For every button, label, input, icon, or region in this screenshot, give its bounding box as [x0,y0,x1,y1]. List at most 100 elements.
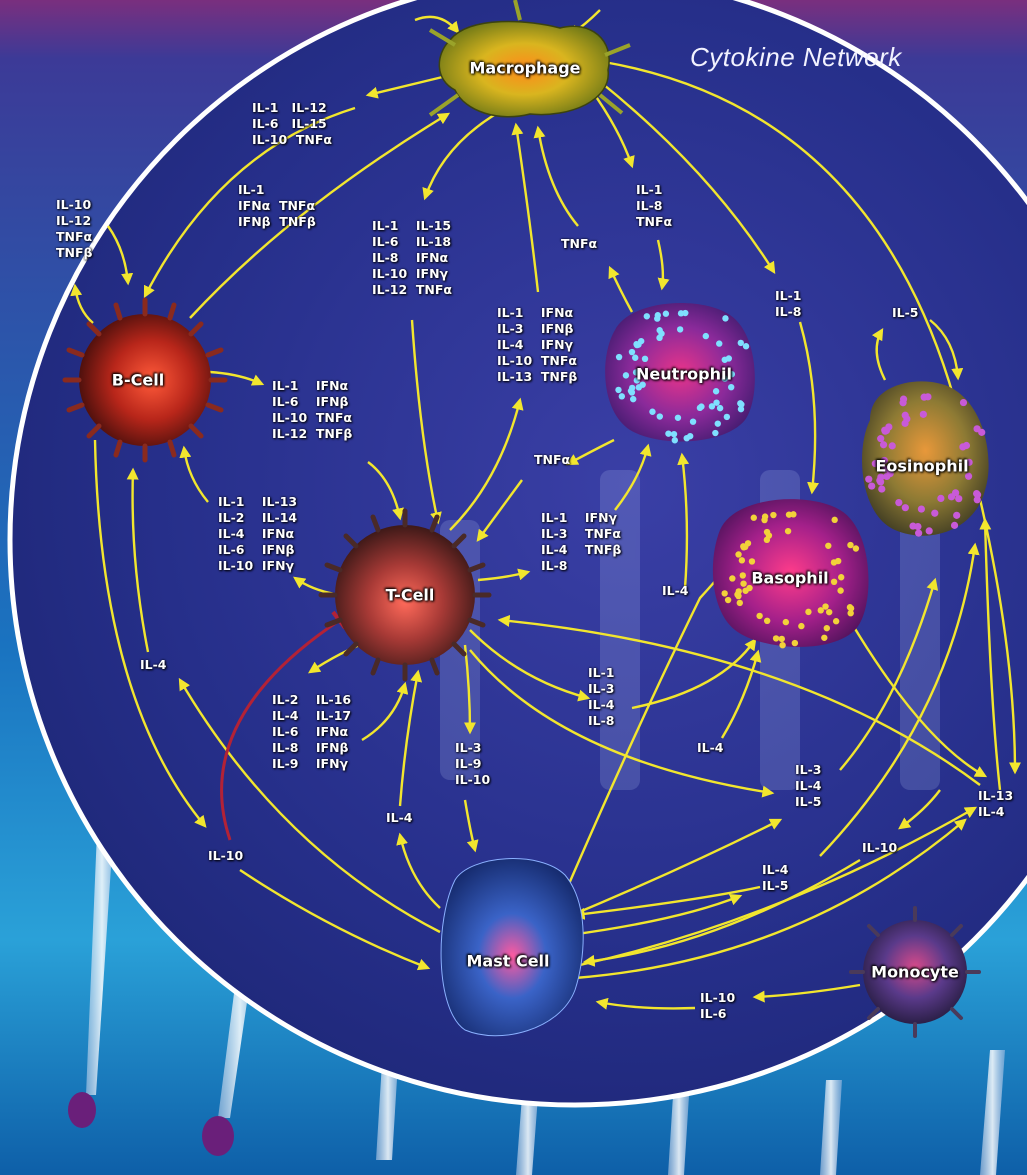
arrow [656,239,670,291]
cytokine-row: IL-1 [588,665,615,680]
granule [837,587,844,594]
arrow [476,479,523,542]
arrow [564,818,783,920]
arrow [361,681,409,742]
arrow [597,79,776,275]
granule [737,405,745,413]
granule [973,496,981,504]
cytokine-row: IL-10 [700,990,736,1005]
arrow [469,629,591,702]
cytokine-row: IL-4 IFNγ [497,337,574,352]
granule [877,435,885,443]
granule [778,635,785,643]
cytokine-arrows [70,9,1021,1010]
granule [615,353,623,361]
arrow [614,443,652,511]
granule [641,355,649,363]
cytokine-row: IL-13 [978,788,1014,803]
arrow [819,542,980,857]
inhibition-arrow [220,618,341,841]
granule [825,608,833,616]
arrow [209,370,265,386]
granule [821,634,828,641]
cytokine-row: IL-5 [892,305,919,320]
granule [822,603,829,610]
cytokine-row: IL-8 IFNβ [272,740,349,755]
granule [736,599,744,607]
arrow [365,72,456,99]
arrow [143,106,356,299]
granule [735,592,742,600]
cytokine-row: IL-13 TNFβ [497,369,578,384]
granule [740,543,747,550]
granule [738,401,745,408]
granule [723,413,731,421]
cytokines-mast-cell-to-t-cell: IL-4 [386,810,413,826]
arrow [398,669,423,807]
cytokine-row: IL-12 TNFα [372,282,453,297]
cytokines-b-cell-to-mast-cell: IL-10 [208,848,243,864]
cytokine-row: IL-4 IFNα [218,526,295,541]
arrow [533,125,579,227]
monocyte-label: Monocyte [871,962,959,982]
granule [649,408,656,415]
cytokine-row: IL-3 IFNβ [497,321,574,336]
granule [628,348,636,356]
arrow [93,439,207,828]
granule [630,395,637,403]
cytokine-row: IL-12 TNFβ [272,426,353,441]
cytokine-row: IL-8 IFNα [372,250,449,265]
granule [965,458,973,466]
granule [925,527,933,535]
granule [881,465,889,473]
granule [920,393,928,401]
granule [618,393,626,400]
cytokine-row: IL-3 [795,762,822,777]
cytokine-row: IL-1 IFNα [497,305,574,320]
arrow [871,327,887,381]
t-cell [318,508,492,682]
granule [639,381,646,388]
cytokine-row: IL-2 IL-16 [272,692,352,707]
cytokine-row: IL-6 IL-18 [372,234,452,249]
arrow [752,983,861,1003]
arrow [631,638,757,710]
arrow [463,799,479,853]
granule [772,635,780,642]
cytokines-eosinophil-to-mast-cell: IL-10 [862,840,897,856]
arrow [582,858,861,967]
arrow [178,677,441,934]
granule [721,375,729,382]
granule [888,442,896,450]
arrow [497,614,981,786]
arrow [239,869,431,971]
granule [914,522,922,531]
granule [677,310,685,317]
granule [959,398,968,407]
arrow [574,818,967,980]
cytokine-row: IL-1 IL-15 [372,218,452,233]
granule [880,456,888,465]
eosinophil-label: Eosinophil [875,456,969,476]
cytokine-row: IL-3 [455,740,482,755]
granule [698,403,705,410]
granule [735,551,742,558]
cytokine-row: IL-10 IFNγ [218,558,295,573]
arrow [843,611,988,778]
granule [628,389,636,396]
granule [756,612,763,620]
granule [838,574,845,581]
granule [737,339,744,347]
granule [708,403,716,410]
granule [633,340,640,348]
cytokine-row: TNFα [561,236,598,251]
arrow [107,225,134,286]
arrow [595,997,696,1010]
granule [825,542,832,549]
